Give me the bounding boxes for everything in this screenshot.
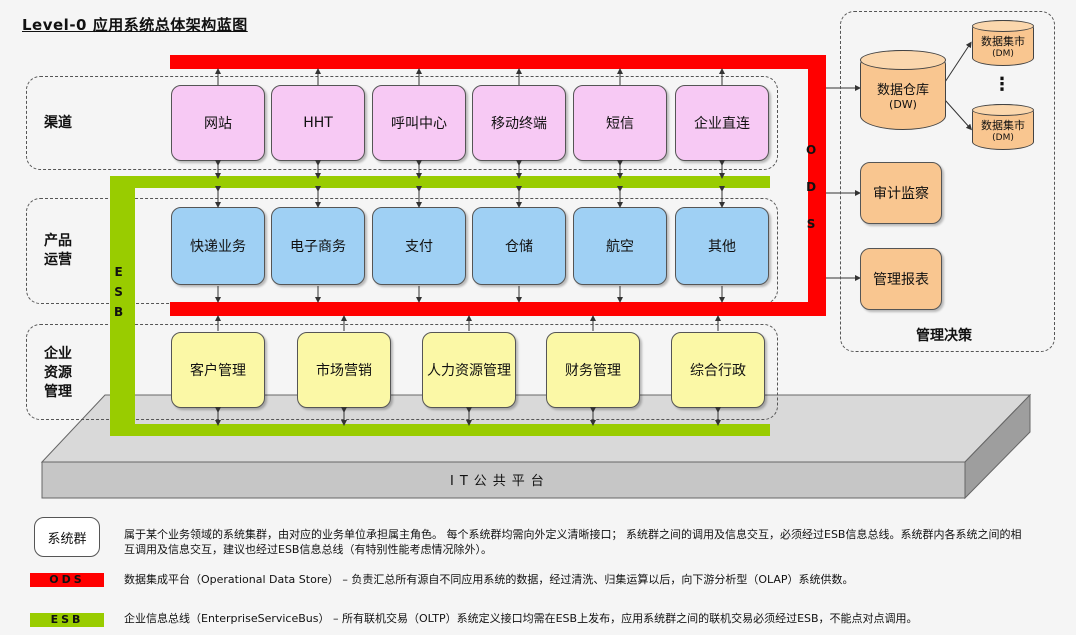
erp-box-finance: 财务管理 [546,332,640,408]
channel-box-mobile: 移动终端 [472,85,566,161]
dm2-sub: (DM) [992,133,1014,143]
legend-group-swatch: 系统群 [34,517,100,557]
dm2-label: 数据集市 [981,119,1025,132]
channel-box-website: 网站 [171,85,265,161]
dw-sub: (DW) [889,98,917,111]
legend-esb-desc: 企业信息总线（EnterpriseServiceBus） – 所有联机交易（OL… [124,612,918,625]
ods-bar-vertical [808,55,826,315]
report-box: 管理报表 [860,248,942,310]
legend-esb-swatch: ESB [30,613,104,627]
erp-box-crm: 客户管理 [171,332,265,408]
lane-label-channel: 渠道 [44,115,72,131]
product-box-aviation: 航空 [573,207,667,285]
dw-label: 数据仓库 [876,83,929,98]
channel-box-hht: HHT [271,85,365,161]
channel-box-call-center: 呼叫中心 [372,85,466,161]
data-warehouse-cylinder: 数据仓库 (DW) [860,50,946,130]
product-box-payment: 支付 [372,207,466,285]
channel-box-sms: 短信 [573,85,667,161]
dm-ellipsis: ⋮ [993,74,1011,95]
legend-ods-swatch: ODS [30,573,104,587]
channel-box-direct: 企业直连 [675,85,769,161]
legend-group-desc: 属于某个业务领域的系统集群，由对应的业务单位承担属主角色。 每个系统群均需向外定… [124,528,1022,556]
dw-cylinder-top [860,50,946,70]
ods-bar-top [170,55,825,69]
product-box-ecommerce: 电子商务 [271,207,365,285]
dm1-sub: (DM) [992,49,1014,59]
esb-label: E S B [114,265,124,319]
dm2-cylinder-top [972,104,1034,116]
data-mart-cylinder-1: 数据集市 (DM) [972,20,1034,66]
lane-label-product: 产品 运营 [44,233,72,268]
decision-panel [840,11,1055,352]
platform-label: IT公共平台 [450,474,550,489]
ods-bar-bottom [170,302,826,316]
erp-box-hr: 人力资源管理 [422,332,516,408]
diagram-title: Level-0 应用系统总体架构蓝图 [22,16,248,34]
lane-label-erp: 企业 资源 管理 [44,346,72,400]
product-box-other: 其他 [675,207,769,285]
data-mart-cylinder-2: 数据集市 (DM) [972,104,1034,150]
channel-lane [26,76,778,170]
product-box-warehouse: 仓储 [472,207,566,285]
esb-bar-bottom [110,424,770,436]
legend-ods-desc: 数据集成平台（Operational Data Store） – 负责汇总所有源… [124,573,854,586]
erp-box-marketing: 市场营销 [297,332,391,408]
dm1-label: 数据集市 [981,35,1025,48]
ods-label: O D S [806,143,817,231]
esb-bar-top [110,176,770,188]
product-box-express: 快递业务 [171,207,265,285]
esb-bar-vertical [110,176,135,436]
decision-caption: 管理决策 [916,328,972,344]
audit-box: 审计监察 [860,162,942,224]
dm1-cylinder-top [972,20,1034,32]
erp-lane [26,324,778,420]
